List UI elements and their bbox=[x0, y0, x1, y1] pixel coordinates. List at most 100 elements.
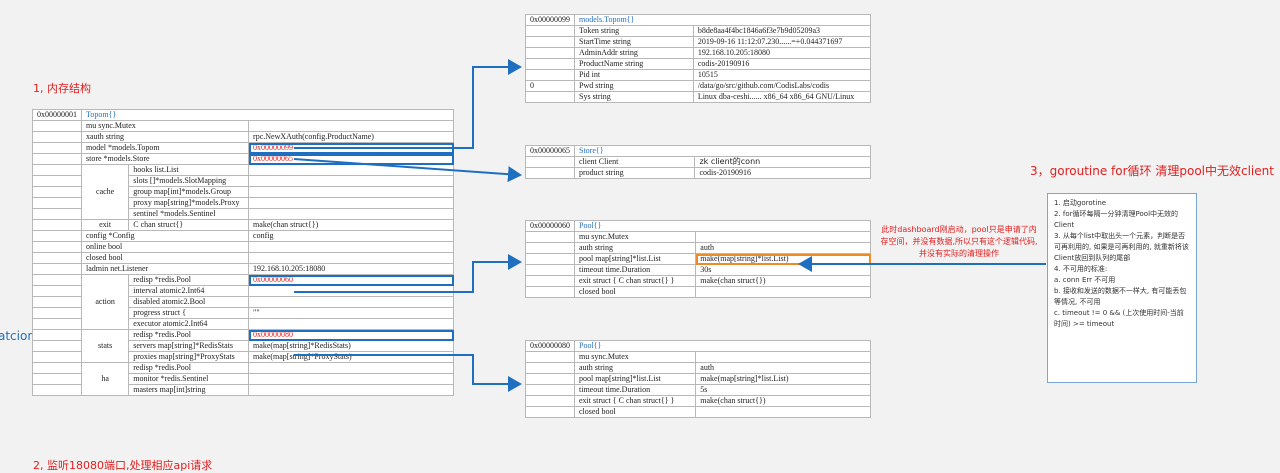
field-cell: timeout time.Duration bbox=[573, 384, 697, 396]
field-cell: product string bbox=[573, 167, 696, 179]
field-cell: C chan struct{} bbox=[128, 219, 250, 231]
empty-cell bbox=[525, 47, 575, 59]
field-cell: proxy map[string]*models.Proxy bbox=[128, 197, 250, 209]
empty-cell bbox=[32, 252, 82, 264]
table-row: closed bool bbox=[525, 286, 871, 298]
field-cell: timeout time.Duration bbox=[573, 264, 697, 276]
empty-cell bbox=[32, 285, 82, 297]
empty-cell bbox=[525, 406, 575, 418]
value-cell bbox=[695, 231, 871, 243]
value-cell: 10515 bbox=[692, 69, 872, 81]
empty-cell bbox=[32, 175, 82, 187]
value-cell bbox=[248, 296, 454, 308]
value-cell: Linux dba-ceshi...... x86_64 x86_64 GNU/… bbox=[692, 91, 872, 103]
empty-cell bbox=[525, 58, 575, 70]
value-cell: zk client的conn bbox=[694, 156, 871, 168]
field-cell: sentinel *models.Sentinel bbox=[128, 208, 250, 220]
empty-cell bbox=[32, 153, 82, 165]
field-cell: auth string bbox=[573, 362, 697, 374]
field-cell: model *models.Topom bbox=[80, 142, 250, 154]
value-cell bbox=[248, 208, 454, 220]
empty-cell bbox=[525, 69, 575, 81]
empty-cell bbox=[525, 264, 575, 276]
value-cell bbox=[248, 318, 454, 330]
value-cell: 0x00000060 bbox=[248, 274, 454, 286]
field-cell: Sys string bbox=[574, 91, 694, 103]
value-cell: /data/go/src/github.com/CodisLabs/codis bbox=[692, 80, 872, 92]
struct-address: 0x00000065 bbox=[525, 145, 575, 157]
struct-address: 0x00000001 bbox=[32, 109, 82, 121]
value-cell bbox=[248, 197, 454, 209]
field-cell: exit struct { C chan struct{} } bbox=[573, 395, 697, 407]
goroutine-label: 3，goroutine for循环 清理pool中无效client bbox=[1030, 164, 1274, 178]
struct-address: 0x00000080 bbox=[525, 340, 575, 352]
step-line: a. conn Err 不可用 bbox=[1054, 276, 1116, 284]
field-cell: Pid int bbox=[574, 69, 694, 81]
empty-cell bbox=[32, 197, 82, 209]
field-cell: Token string bbox=[574, 25, 694, 37]
value-cell: make(map[string]*list.List) bbox=[695, 253, 871, 265]
empty-cell bbox=[525, 242, 575, 254]
empty-cell bbox=[525, 91, 575, 103]
table-row: mu sync.Mutex bbox=[32, 120, 454, 132]
empty-cell bbox=[32, 208, 82, 220]
step-line: 3. 从每个list中取出头一个元素，判断是否可再利用的, 如果是可再利用的, … bbox=[1054, 232, 1189, 262]
empty-cell bbox=[32, 230, 82, 242]
empty-cell bbox=[32, 131, 82, 143]
value-cell bbox=[248, 175, 454, 187]
empty-cell bbox=[525, 286, 575, 298]
group-label: cache bbox=[80, 164, 130, 220]
field-cell: redisp *redis.Pool bbox=[128, 329, 250, 341]
table-row: disabled atomic2.Bool bbox=[32, 296, 454, 308]
field-cell: interval atomic2.Int64 bbox=[128, 285, 250, 297]
value-cell: make(chan struct{}) bbox=[695, 395, 871, 407]
table-row: closed bool bbox=[32, 252, 454, 264]
field-cell: client Client bbox=[573, 156, 696, 168]
empty-cell bbox=[525, 373, 575, 385]
field-cell: config *Config bbox=[80, 230, 250, 242]
struct-title: Pool{} bbox=[574, 220, 871, 232]
value-cell: "" bbox=[248, 307, 454, 319]
value-cell: 30s bbox=[695, 264, 871, 276]
empty-cell bbox=[32, 351, 82, 363]
step-line: c. timeout != 0 && (上次使用时间-当前时间) >= time… bbox=[1054, 309, 1184, 328]
value-cell bbox=[248, 252, 454, 264]
field-cell: Pwd string bbox=[574, 80, 694, 92]
field-cell: closed bool bbox=[573, 406, 697, 418]
group-label: exit bbox=[80, 219, 130, 231]
field-cell: AdminAddr string bbox=[574, 47, 694, 59]
value-cell bbox=[248, 384, 454, 396]
value-cell: auth bbox=[695, 242, 871, 254]
empty-cell bbox=[525, 231, 575, 243]
empty-cell bbox=[32, 340, 82, 352]
struct-title: Store{} bbox=[574, 145, 871, 157]
value-cell bbox=[695, 406, 871, 418]
struct-title: models.Topom{} bbox=[574, 14, 871, 26]
field-cell: exit struct { C chan struct{} } bbox=[573, 275, 697, 287]
value-cell bbox=[248, 241, 454, 253]
empty-cell bbox=[32, 241, 82, 253]
field-cell: closed bool bbox=[573, 286, 697, 298]
field-cell: pool map[string]*list.List bbox=[573, 373, 697, 385]
empty-cell bbox=[32, 142, 82, 154]
table-row: masters map[int]string bbox=[32, 384, 454, 396]
value-cell: 0x00000080 bbox=[248, 329, 454, 341]
value-cell: make(map[string]*RedisStats) bbox=[248, 340, 454, 352]
value-cell bbox=[248, 120, 454, 132]
field-cell: StartTime string bbox=[574, 36, 694, 48]
empty-cell bbox=[32, 263, 82, 275]
table-row: online bool bbox=[32, 241, 454, 253]
